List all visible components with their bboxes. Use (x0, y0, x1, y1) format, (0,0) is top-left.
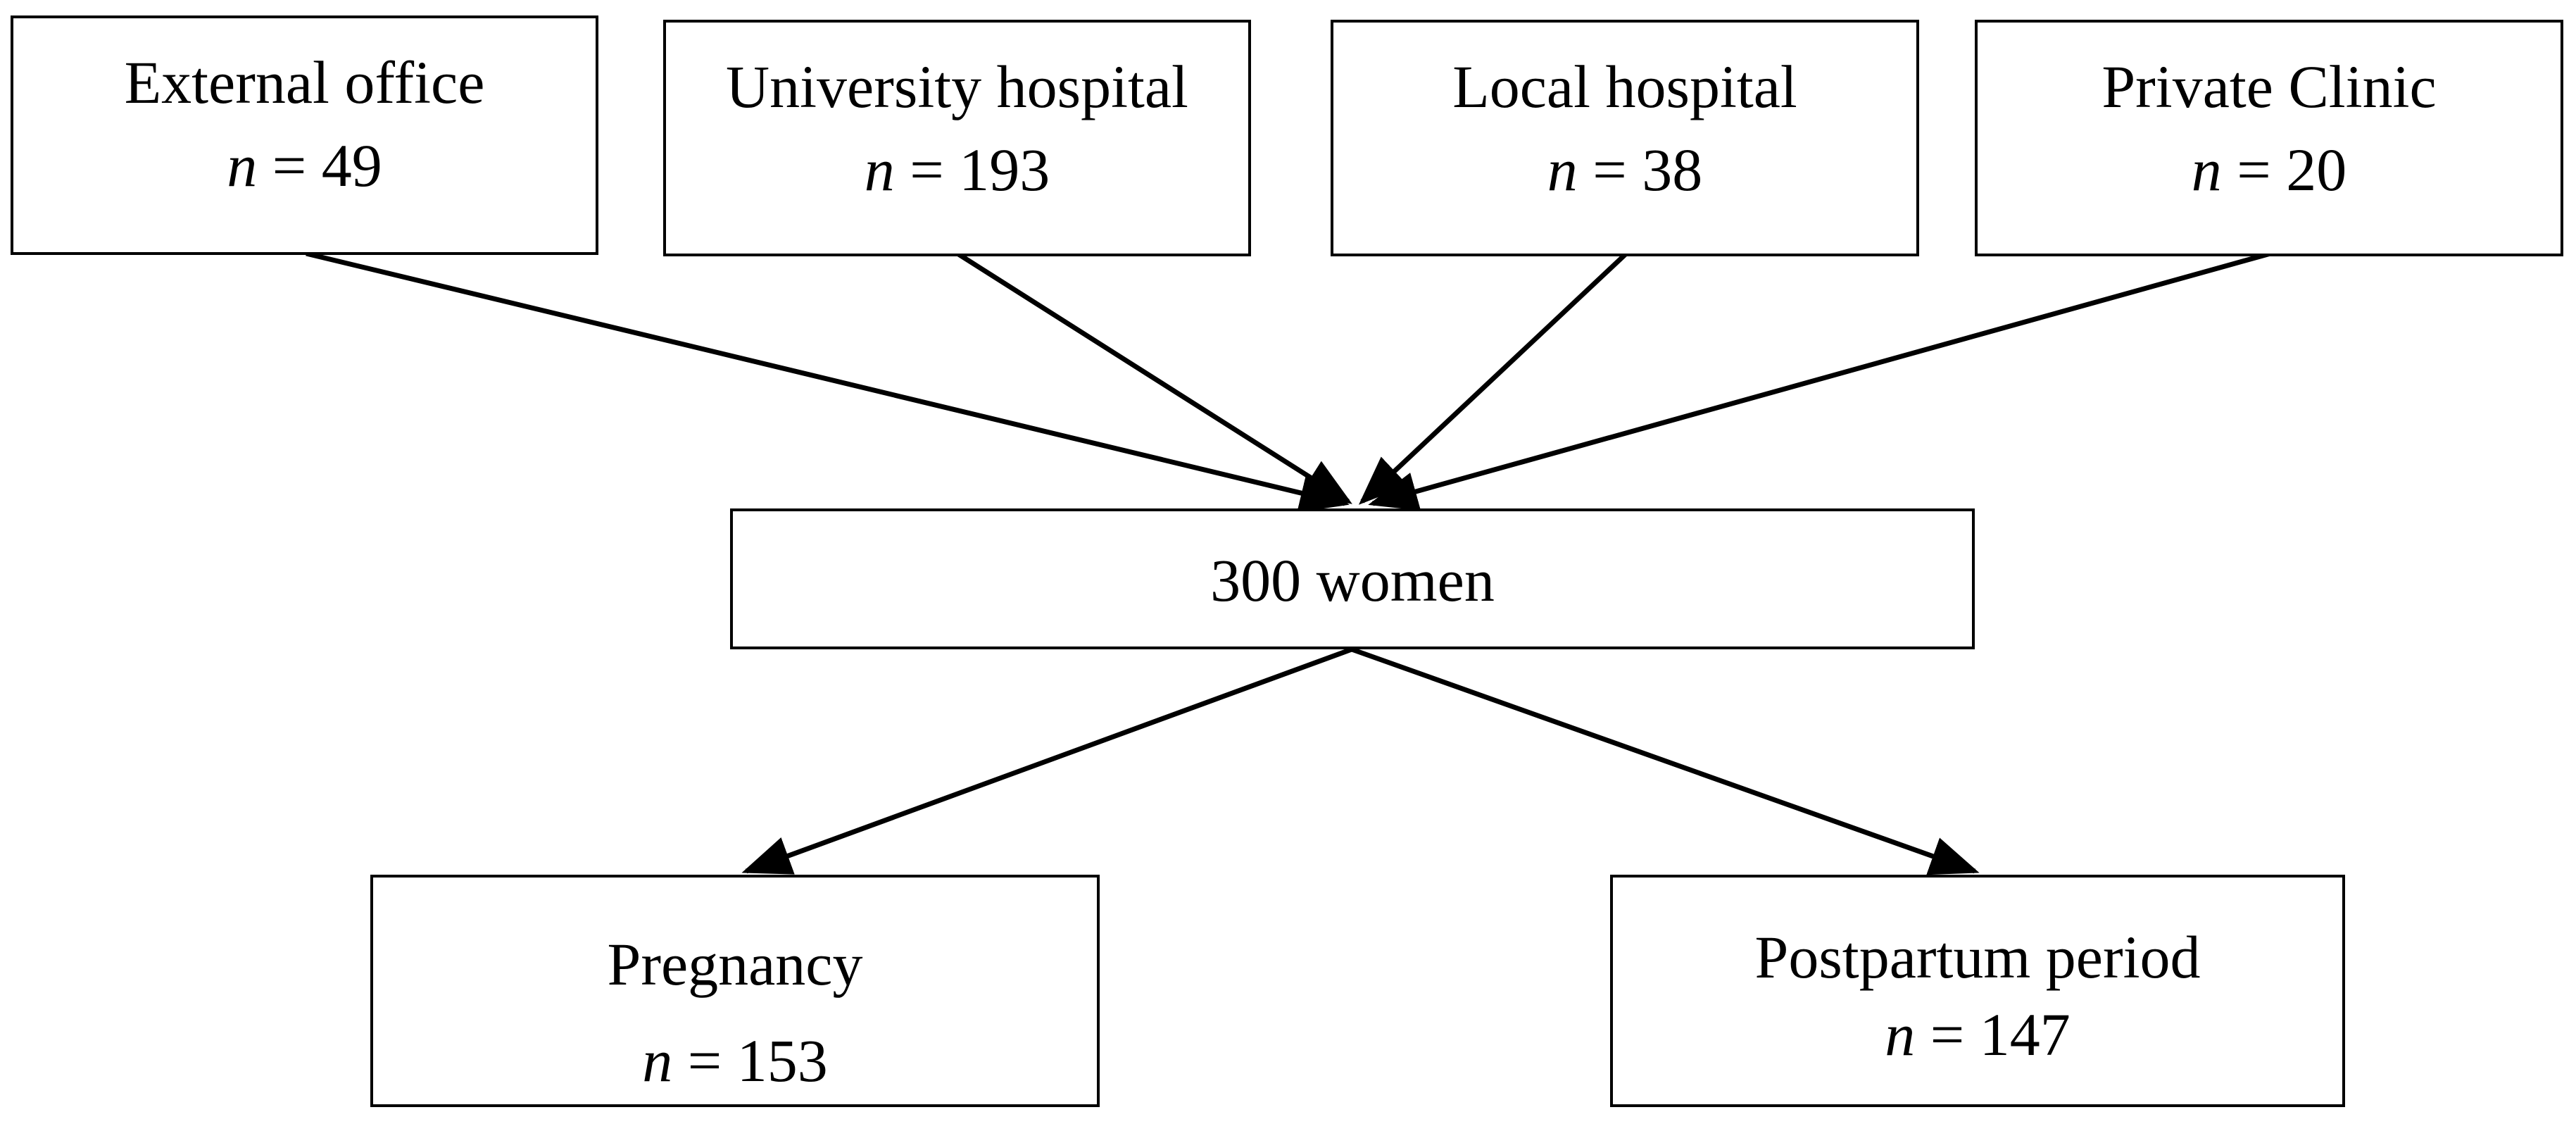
outcome-box-postpartum-period: Postpartum period n = 147 (1610, 875, 2345, 1107)
source-box-external-office: External office n = 49 (11, 15, 598, 255)
source-box-university-hospital: University hospital n = 193 (663, 20, 1251, 256)
n-symbol: n (1547, 136, 1578, 204)
outcome-name: Pregnancy (607, 930, 863, 998)
arrow-center-to-pregnancy (741, 647, 1353, 875)
count-value: = 147 (1930, 1001, 2071, 1068)
outcome-count: n = 147 (1613, 1004, 2342, 1065)
arrow-local-hospital-to-center (1358, 251, 1628, 505)
count-value: = 49 (272, 132, 382, 199)
outcome-count: n = 153 (373, 1030, 1097, 1091)
n-symbol: n (227, 132, 258, 199)
source-box-local-hospital: Local hospital n = 38 (1331, 20, 1919, 256)
source-count: n = 20 (1978, 139, 2561, 200)
source-count: n = 49 (13, 135, 596, 196)
arrow-university-hospital-to-center (956, 251, 1352, 504)
n-symbol: n (642, 1027, 673, 1094)
source-count: n = 38 (1333, 139, 1916, 200)
center-label: 300 women (1210, 547, 1495, 614)
count-value: = 193 (910, 136, 1050, 204)
count-value: = 153 (687, 1027, 828, 1094)
arrow-private-clinic-to-center (1368, 251, 2271, 511)
source-name: External office (124, 49, 485, 116)
source-box-private-clinic: Private Clinic n = 20 (1975, 20, 2563, 256)
arrow-center-to-postpartum (1350, 647, 1980, 875)
count-value: = 38 (1592, 136, 1703, 204)
n-symbol: n (864, 136, 895, 204)
source-count: n = 193 (666, 139, 1248, 200)
source-name: University hospital (726, 53, 1188, 120)
outcome-box-pregnancy: Pregnancy n = 153 (370, 875, 1100, 1107)
count-value: = 20 (2237, 136, 2347, 204)
outcome-name: Postpartum period (1754, 923, 2201, 991)
arrow-external-office-to-center (306, 251, 1350, 513)
center-box-total-women: 300 women (730, 508, 1975, 649)
n-symbol: n (2191, 136, 2222, 204)
source-name: Private Clinic (2101, 53, 2437, 120)
n-symbol: n (1885, 1001, 1916, 1068)
source-name: Local hospital (1452, 53, 1797, 120)
